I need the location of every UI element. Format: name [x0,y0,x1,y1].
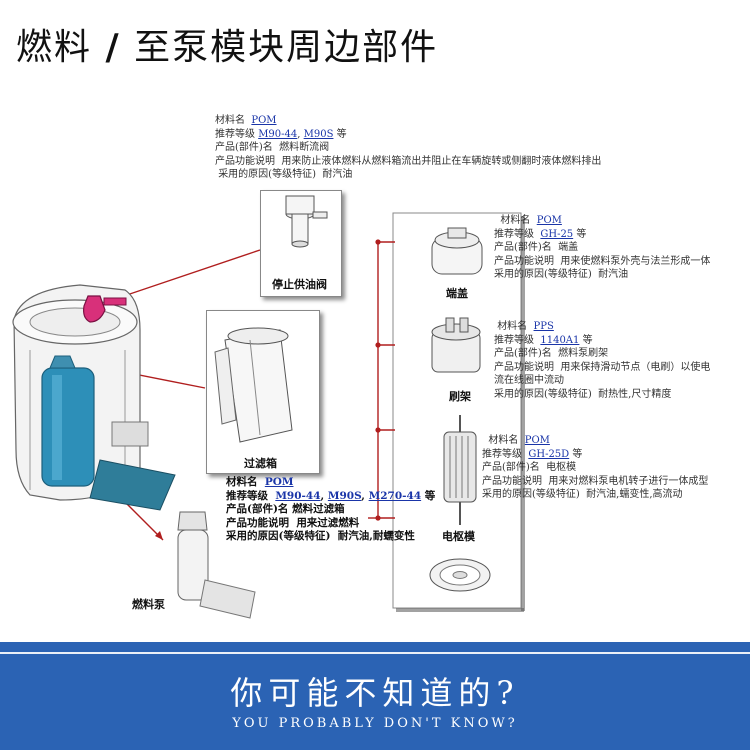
grade-value: M90S [327,489,362,502]
filter-drawing [214,327,293,443]
title-slash: / [105,27,121,68]
material-value: POM [536,215,562,226]
stop-valve-caption: 停止供油阀 [272,278,327,291]
grade-value: GH-25D [528,448,570,460]
fuel-pump-module-diagram [12,195,525,619]
grade-value: M90-44 [275,489,321,502]
material-value: POM [264,476,294,488]
material-value: POM [251,115,277,126]
pump-module-drawing [12,284,176,511]
grade-value: 1140A1 [540,334,580,346]
gear-drawing [429,558,491,592]
end-cap-info: 材料名 POM 推荐等级 GH-25 等 产品(部件)名 端盖 产品功能说明 用… [494,215,711,280]
armature-info: 材料名 POM 推荐等级 GH-25D 等 产品(部件)名 电枢模 产品功能说明… [482,435,709,500]
title-left: 燃料 [16,27,93,68]
pump-caption: 燃料泵 [132,598,165,611]
banner-divider [0,652,750,654]
stop-valve-info: 材料名 POM 推荐等级 M90-44, M90S 等 产品(部件)名 燃料断流… [215,115,602,180]
grade-value: M270-44 [368,489,422,502]
grade-value: M90-44 [258,128,298,140]
brush-holder-drawing [431,317,481,373]
filter-caption: 过滤箱 [244,457,277,470]
grade-value: M90S [303,128,334,140]
banner-subtitle: YOU PROBABLY DON'T KNOW? [232,716,518,731]
material-value: POM [524,435,550,446]
grade-value: GH-25 [540,228,574,240]
stop-valve-drawing [285,195,328,248]
end-cap-drawing [431,227,483,275]
title-right: 至泵模块周边部件 [134,27,439,68]
material-value: PPS [533,321,554,332]
armature-caption: 电枢模 [442,530,475,543]
stop-valve-box [260,190,342,297]
banner-title: 你可能不知道的? [230,674,520,712]
fuel-pump-drawing [177,511,256,619]
connector-lines [107,241,395,541]
armature-drawing [443,415,477,525]
brush-caption: 刷架 [449,390,471,403]
page-title: 燃料 / 至泵模块周边部件 [16,18,438,70]
end-cap-caption: 端盖 [446,287,468,300]
filter-box [206,310,320,474]
brush-info: 材料名 PPS 推荐等级 1140A1 等 产品(部件)名 燃料泵刷架 产品功能… [494,321,711,400]
filter-info: 材料名 POM 推荐等级 M90-44, M90S, M270-44 等 产品(… [226,476,436,542]
bottom-banner [0,642,750,750]
